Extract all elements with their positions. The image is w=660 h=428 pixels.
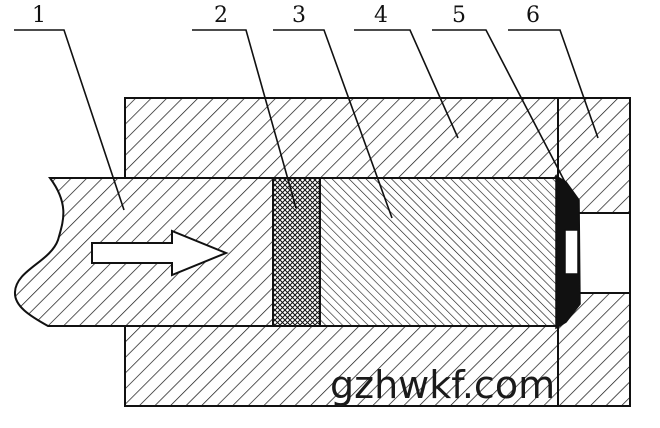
leader-lines [14,29,599,219]
callout-6: 6 [526,3,540,28]
direction-arrow-icon [91,229,229,277]
leader-1 [14,29,125,211]
container-lower-wall [124,325,559,407]
dummy-pad [272,177,321,327]
callout-4: 4 [374,3,388,28]
leader-5 [432,29,567,185]
container-upper-wall [124,97,559,179]
callout-3: 3 [292,3,306,28]
die-opening [575,212,631,294]
leader-6 [508,29,599,139]
callout-5: 5 [452,3,466,28]
watermark: gzhwkf.com [330,363,555,407]
callout-2: 2 [214,3,228,28]
seal-gap [564,229,579,275]
leader-4 [354,29,459,139]
leader-2 [192,29,297,209]
callout-1: 1 [32,3,46,28]
billet [319,177,559,327]
leader-3 [273,29,393,219]
